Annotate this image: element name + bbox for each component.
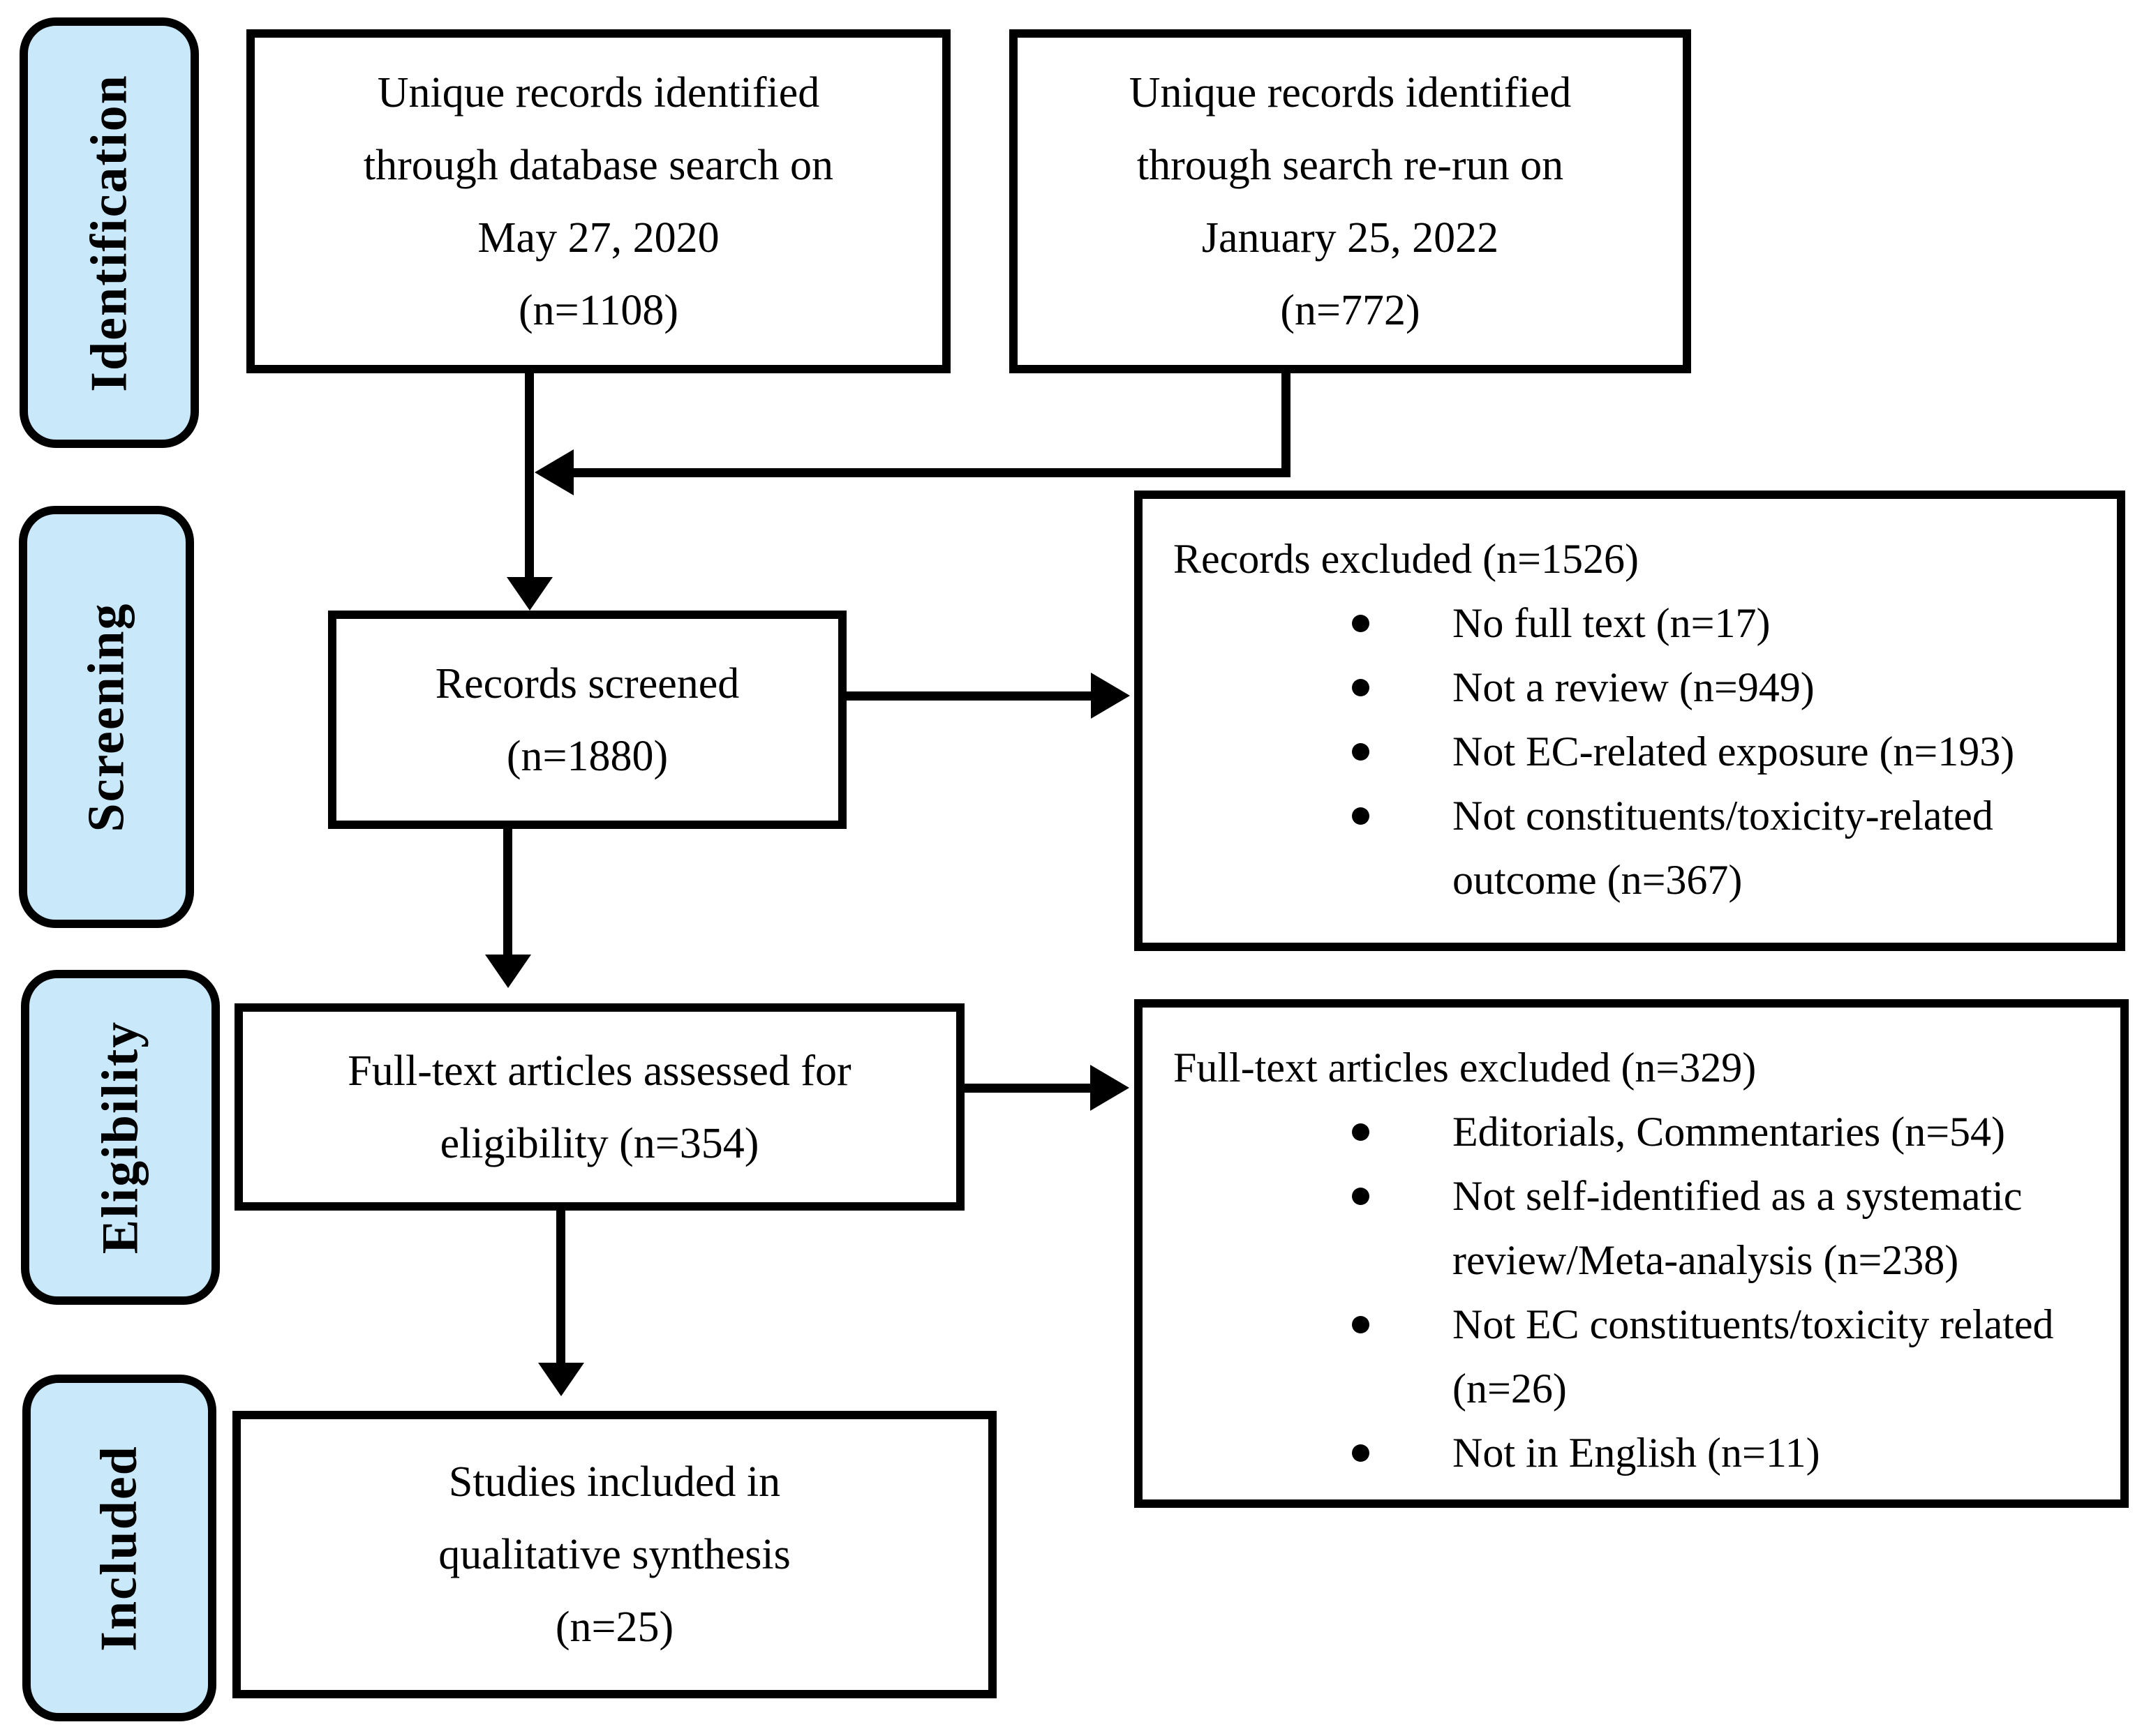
fulltext-excluded-item: Editorials, Commentaries (n=54) xyxy=(1173,1100,2092,1164)
stage-included: Included xyxy=(22,1375,216,1721)
arrow-identified-to-screened-line xyxy=(525,372,534,583)
records-excluded-item-text: Not a review (n=949) xyxy=(1452,664,1815,710)
box-studies-included-line2: qualitative synthesis xyxy=(438,1531,791,1578)
stage-screening-label: Screening xyxy=(77,601,135,832)
box-records-screened-line1: Records screened xyxy=(435,659,740,708)
box-records-screened: Records screened (n=1880) xyxy=(328,611,847,829)
box-fulltext-assessed-line2: eligibility (n=354) xyxy=(440,1119,759,1167)
box-identified-database-count: (n=1108) xyxy=(519,286,678,334)
box-records-excluded: Records excluded (n=1526) No full text (… xyxy=(1134,491,2125,951)
fulltext-excluded-item-text: Not self-identified as a systematic revi… xyxy=(1452,1173,2023,1283)
box-records-screened-count: (n=1880) xyxy=(506,732,669,780)
box-identified-database-line2: through database search on xyxy=(363,141,834,189)
bullet-icon xyxy=(1352,743,1369,761)
box-fulltext-assessed-line1: Full-text articles assessed for xyxy=(348,1047,851,1095)
records-excluded-item: No full text (n=17) xyxy=(1173,591,2089,655)
arrowhead-down-icon xyxy=(538,1363,584,1396)
stage-eligibility: Eligibility xyxy=(21,970,220,1305)
arrow-screened-to-fulltext-line xyxy=(503,829,512,959)
fulltext-excluded-item: Not EC constituents/toxicity related (n=… xyxy=(1173,1292,2092,1421)
box-studies-included: Studies included in qualitative synthesi… xyxy=(232,1411,997,1698)
box-identified-rerun-line3: January 25, 2022 xyxy=(1201,214,1499,262)
box-identified-rerun-line1: Unique records identified xyxy=(1129,68,1572,117)
stage-screening: Screening xyxy=(19,506,194,928)
arrowhead-right-icon xyxy=(1091,673,1130,719)
box-identified-rerun: Unique records identified through search… xyxy=(1009,29,1691,373)
box-records-excluded-title: Records excluded (n=1526) xyxy=(1173,536,1639,582)
bullet-icon xyxy=(1352,1316,1369,1333)
box-identified-database: Unique records identified through databa… xyxy=(246,29,951,373)
box-identified-rerun-count: (n=772) xyxy=(1280,286,1420,334)
records-excluded-item: Not a review (n=949) xyxy=(1173,655,2089,719)
records-excluded-item-text: No full text (n=17) xyxy=(1452,600,1771,646)
arrowhead-down-icon xyxy=(485,955,531,988)
stage-eligibility-label: Eligibility xyxy=(91,1020,149,1255)
fulltext-excluded-item-text: Not EC constituents/toxicity related (n=… xyxy=(1452,1301,2054,1412)
bullet-icon xyxy=(1352,615,1369,632)
stage-identification-label: Identification xyxy=(80,73,137,392)
box-fulltext-excluded: Full-text articles excluded (n=329) Edit… xyxy=(1134,999,2129,1508)
bullet-icon xyxy=(1352,679,1369,696)
stage-identification: Identification xyxy=(20,17,199,448)
fulltext-excluded-item-text: Editorials, Commentaries (n=54) xyxy=(1452,1109,2006,1155)
box-studies-included-line1: Studies included in xyxy=(448,1458,781,1506)
arrowhead-left-icon xyxy=(535,449,574,495)
bullet-icon xyxy=(1352,1123,1369,1141)
arrowhead-right-icon xyxy=(1090,1065,1129,1111)
box-identified-rerun-line2: through search re-run on xyxy=(1136,141,1564,189)
box-fulltext-excluded-title: Full-text articles excluded (n=329) xyxy=(1173,1045,1757,1091)
records-excluded-item-text: Not EC-related exposure (n=193) xyxy=(1452,728,2015,775)
arrow-rerun-merge-horizontal-line xyxy=(572,468,1290,477)
bullet-icon xyxy=(1352,807,1369,825)
box-identified-database-line1: Unique records identified xyxy=(377,68,820,117)
fulltext-excluded-item: Not in English (n=11) xyxy=(1173,1421,2092,1485)
arrow-rerun-merge-vertical-line xyxy=(1281,372,1290,477)
fulltext-excluded-item: Not self-identified as a systematic revi… xyxy=(1173,1164,2092,1292)
box-identified-database-line3: May 27, 2020 xyxy=(477,214,720,262)
bullet-icon xyxy=(1352,1444,1369,1462)
fulltext-excluded-item-text: Not in English (n=11) xyxy=(1452,1430,1820,1476)
stage-included-label: Included xyxy=(90,1444,148,1652)
records-excluded-item: Not EC-related exposure (n=193) xyxy=(1173,719,2089,784)
arrow-fulltext-to-included-line xyxy=(556,1211,565,1367)
arrow-screened-to-excluded-line xyxy=(847,691,1092,701)
bullet-icon xyxy=(1352,1188,1369,1205)
records-excluded-item: Not constituents/toxicity-related outcom… xyxy=(1173,784,2089,912)
box-fulltext-assessed: Full-text articles assessed for eligibil… xyxy=(235,1003,965,1211)
box-studies-included-count: (n=25) xyxy=(555,1603,674,1651)
arrow-fulltext-to-excluded-line xyxy=(965,1084,1092,1093)
records-excluded-item-text: Not constituents/toxicity-related outcom… xyxy=(1452,793,1993,903)
arrowhead-down-icon xyxy=(507,577,553,611)
